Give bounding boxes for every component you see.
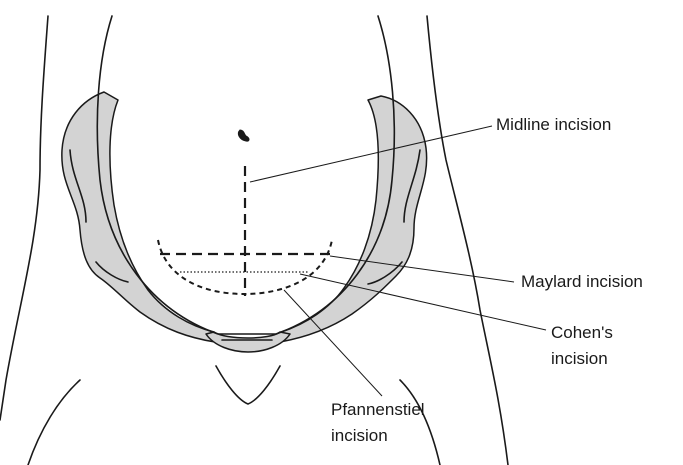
- pubic-symphysis: [206, 332, 290, 352]
- pfannenstiel-incision-label-line2: incision: [331, 426, 388, 445]
- pfannenstiel-incision-label-line1: Pfannenstiel: [331, 400, 425, 419]
- midline-incision-label: Midline incision: [496, 115, 611, 134]
- left-thigh-outline: [28, 380, 80, 465]
- umbilicus: [238, 130, 249, 141]
- maylard-incision-label: Maylard incision: [521, 272, 643, 291]
- right-thigh-outline: [400, 380, 440, 465]
- incision-lines: [158, 166, 332, 296]
- left-torso-outline: [0, 16, 48, 420]
- left-iliac-wing: [62, 92, 215, 342]
- cohen-incision-label-line1: Cohen's: [551, 323, 613, 342]
- vulva-outline: [216, 366, 280, 404]
- cohen-incision-label-line2: incision: [551, 349, 608, 368]
- body-outline: [0, 16, 508, 465]
- right-torso-outline: [427, 16, 508, 465]
- midline-leader: [250, 126, 492, 182]
